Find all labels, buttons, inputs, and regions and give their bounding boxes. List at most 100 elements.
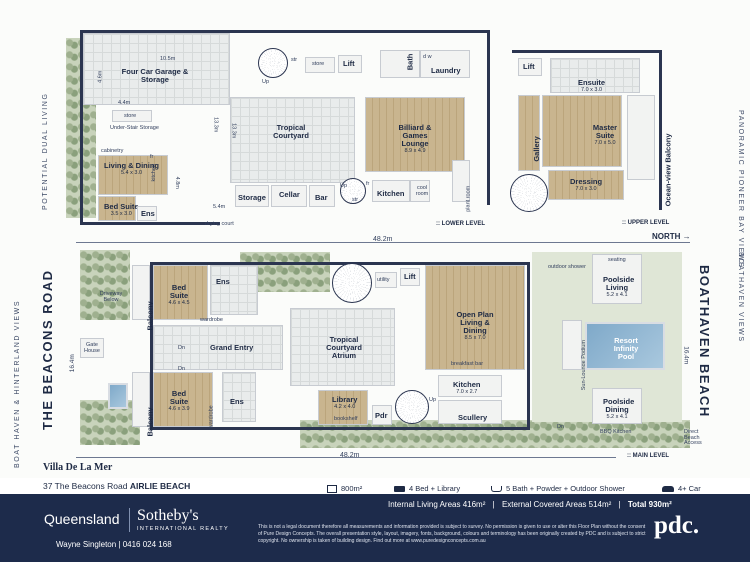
balcony-1-room [132,265,150,320]
library-label: Library 4.2 x 4.0 [332,396,357,411]
bar-room [309,185,335,207]
lower-courtyard-name: Tropical Courtyard [273,123,309,140]
lower-depth-48: 4.8m [173,176,180,189]
lower-ens-room [137,206,157,221]
width-bottom-label: 48.2m [340,452,360,459]
laundry-room [420,50,470,78]
seating-label: seating [608,257,626,263]
stat-car: 4+ Car [662,484,701,493]
lower-up-label: Up [262,79,270,85]
storage-label: Storage [238,193,266,202]
plunge-pool [108,383,128,409]
lower-kitchen-label: kitchen [150,164,157,182]
main-garden-nw [80,250,130,320]
poolside-dining-dim: 5.2 x 4.1 [606,413,628,420]
master-label: Master Suite 7.0 x 5.0 [588,124,622,147]
cellar-label: Cellar [279,190,300,199]
breakfast-bar-label: breakfast bar [451,361,484,367]
main-spiral-stair [332,263,372,303]
areas-sep-2: | [618,500,621,509]
master-dim: 7.0 x 5.0 [594,139,616,146]
area-icon [327,484,337,493]
side-label-dual-living: POTENTIAL DUAL LIVING [42,92,49,211]
lower-spiral-stair-2 [340,178,366,204]
dressing-label: Dressing 7.0 x 3.0 [570,178,602,193]
lower-bath-label: Bath [405,53,415,71]
main-level-tag: :: MAIN LEVEL [627,453,669,459]
areas-summary: Internal Living Areas 416m² | External C… [388,500,672,509]
gallery-room [518,95,540,171]
beach-access-label: Direct Beach Access [684,429,702,446]
footer-bar: Internal Living Areas 416m² | External C… [0,494,750,562]
main-dn-1: Dn [178,345,186,351]
lower-living-room [98,155,168,195]
balcony-2-room [132,372,150,427]
storage-room [235,185,269,207]
main-bed-1-dim: 4.6 x 4.5 [168,299,190,306]
scullery-label: Scullery [458,413,488,422]
billiard-dim: 8.9 x 4.9 [404,147,426,154]
gate-house-room [80,338,104,358]
main-kitchen-room [438,375,502,397]
master-name: Master Suite [592,123,618,140]
bath-icon [491,485,502,492]
atrium-label: Tropical Courtyard Atrium [322,336,366,360]
open-plan-label: Open Plan Living & Dining 8.5 x 7.0 [450,311,500,341]
cellar-room [271,185,307,207]
width-line-bottom [76,457,616,458]
main-bed-1-label: Bed Suite 4.6 x 4.5 [167,284,191,307]
pdc-logo: pdc. [654,512,700,539]
main-lift-label: Lift [404,272,416,281]
scullery-room [438,400,502,424]
main-ens-2-label: Ens [230,397,244,406]
grand-entry-label: Grand Entry [210,343,254,352]
main-kitchen-name: Kitchen [453,380,481,389]
master-room [542,95,622,167]
bbq-label: BBQ Kitchen [600,429,632,435]
lower-courtyard-label: Tropical Courtyard [266,124,316,140]
lower-lift-label: Lift [343,59,355,68]
courtyard-dim: 13.3m [230,123,237,139]
stat-bath: 5 Bath + Powder + Outdoor Shower [491,484,625,493]
garage-room [83,33,230,105]
store-1-label: store [124,113,137,119]
poolside-dining-room [592,388,642,424]
areas-sep-1: | [492,500,495,509]
laundry-label: Laundry [431,66,461,75]
library-dim: 4.2 x 4.0 [334,403,356,410]
utility-room [375,272,397,288]
main-ens-1-label: Ens [216,277,230,286]
depth-left-label: 16.4m [68,354,76,373]
bookshelf-label: bookshelf [334,416,358,422]
garage-depth: 4.6m [97,70,104,83]
balcony-upper-label: Ocean-view Balcony [663,133,673,207]
property-name: Villa De La Mer [43,462,113,473]
plant-room-label: plant room [465,185,472,212]
main-dn-3: Dn [557,424,565,430]
main-bed-2-room [153,372,213,427]
address-street: 37 The Beacons Road [43,481,128,491]
main-ens-2-room [222,372,256,422]
billiard-name: Billiard & Games Lounge [398,123,432,148]
brand-sothebys: Sotheby's [137,507,199,524]
plant-room [452,160,470,202]
main-kitchen-dim: 7.0 x 2.7 [456,388,478,395]
main-wall-left [150,262,153,430]
width-top-label: 48.2m [373,236,393,243]
side-label-right-main: BOATHAVEN VIEWS [737,252,744,343]
gate-house-label: Gate House [84,342,100,354]
main-ens-1-room [210,265,258,315]
lower-bed-room [98,196,136,221]
poolside-dining-name: Poolside Dining [603,397,635,414]
lower-wall-left [80,30,83,225]
garage-name: Four Car Garage & Storage [121,67,189,84]
north-label: NORTH → [652,232,691,241]
lower-bed-dim: 3.5 x 3.0 [110,210,132,217]
side-label-road: THE BEACONS ROAD [40,269,55,430]
brand-divider [129,508,130,532]
pool-name: Resort Infinity Pool [613,336,639,361]
internal-area: Internal Living Areas 416m² [388,500,486,509]
lower-up-label-2: Up [340,183,348,189]
billiard-label: Billiard & Games Lounge 8.9 x 4.9 [390,124,440,154]
stat-car-text: 4+ Car [678,484,701,493]
